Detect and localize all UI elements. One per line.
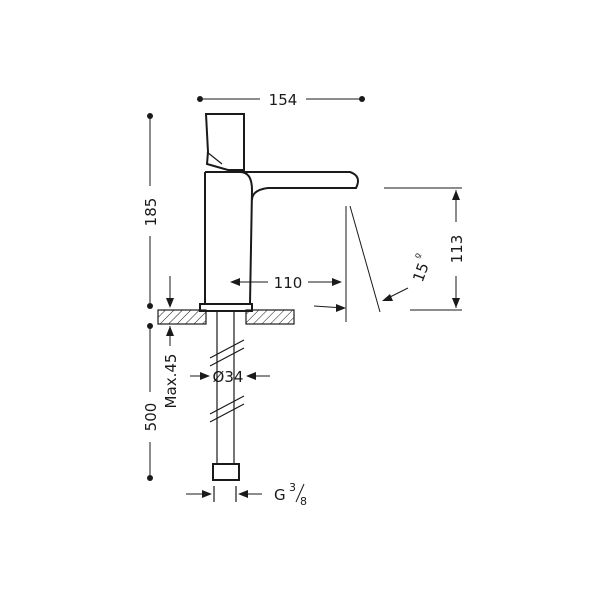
- dim-hose: 500: [142, 323, 160, 481]
- dim-angle: 15 º: [313, 205, 433, 313]
- countertop-right: [245, 309, 295, 325]
- dim-diameter: Ø34: [190, 368, 270, 386]
- dim-deck-label: Max.45: [162, 354, 180, 409]
- dim-angle-label: 15: [409, 260, 432, 284]
- dim-angle-unit: º: [413, 252, 427, 261]
- dim-height: 185: [142, 113, 160, 309]
- break-mark-lower: [209, 395, 245, 415]
- dim-reach: 110: [230, 206, 347, 322]
- dim-spout-height: 113: [384, 187, 466, 311]
- lever-handle: [204, 113, 245, 171]
- dim-thread-denominator: 8: [300, 495, 307, 508]
- faucet-body: [199, 113, 359, 312]
- spout: [240, 171, 359, 201]
- thread-fitting: [212, 463, 240, 481]
- dim-reach-label: 110: [274, 274, 303, 292]
- supply-hose: [209, 311, 245, 481]
- dim-diameter-label: Ø34: [213, 368, 244, 386]
- dim-thread-letter: G: [274, 486, 286, 504]
- countertop-left: [157, 309, 207, 325]
- break-mark-upper: [209, 339, 245, 359]
- countertop: [157, 309, 295, 325]
- dim-width-label: 154: [269, 91, 298, 109]
- break-mark-lower-2: [209, 403, 245, 423]
- dim-height-label: 185: [142, 198, 160, 227]
- faucet-column: [205, 171, 254, 305]
- dim-spout-height-label: 113: [448, 235, 466, 264]
- dim-hose-label: 500: [142, 403, 160, 432]
- base-flange: [199, 303, 253, 312]
- dim-thread: G 3 8: [186, 481, 307, 508]
- dim-deck: Max.45: [162, 276, 180, 408]
- dim-width: 154: [197, 91, 365, 109]
- dim-thread-numerator: 3: [289, 481, 296, 494]
- break-mark-upper-2: [209, 347, 245, 367]
